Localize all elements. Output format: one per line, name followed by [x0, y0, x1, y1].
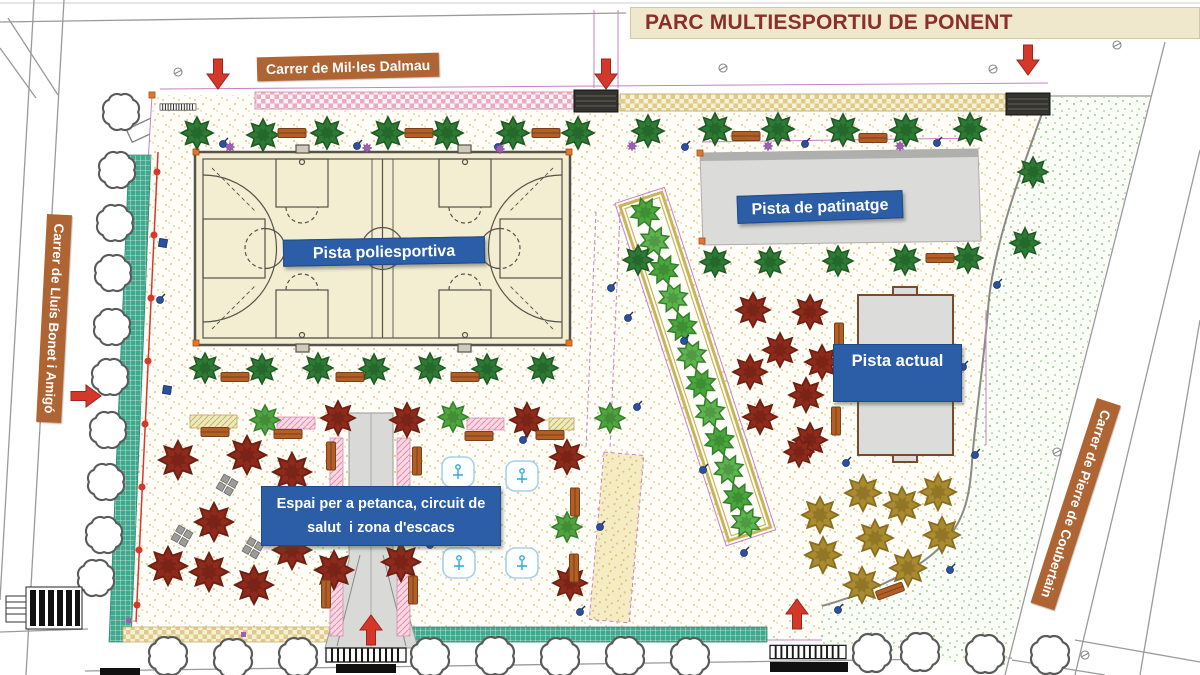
sand-path-strip: [588, 451, 645, 624]
crossings-and-stairs: [5, 89, 1051, 675]
purple-bushes: [126, 140, 906, 637]
perimeter-strips: [108, 91, 1009, 643]
grate-west: [159, 103, 197, 111]
pedestrian-crossing-north-2: [1005, 92, 1051, 116]
litter-bins: [155, 136, 1003, 617]
entrance-arrow-north-east: [1016, 44, 1040, 76]
zebra-crossing-southwest: [5, 586, 83, 630]
pink-paving-strip: [254, 91, 576, 110]
tan-paving-strip: [619, 93, 1009, 112]
teal-hedge-strip-south: [394, 626, 768, 643]
fence-line-west: [133, 91, 161, 623]
zone-label-multisport-court: Pista poliesportiva: [282, 236, 486, 267]
zone-label-petanca-area: Espai per a petanca, circuit de salut i z…: [261, 486, 501, 546]
entrance-arrow-north-center: [594, 58, 618, 90]
petanca-line-1: Espai per a petanca, circuit de: [276, 496, 486, 512]
pedestrian-crossing-north-1: [573, 89, 619, 113]
tree-alley-pergola: [614, 186, 777, 547]
road-mark: [100, 668, 140, 675]
street-label-north: Carrer de Mil·les Dalmau: [256, 52, 440, 82]
page-title: PARC MULTIESPORTIU DE PONENT: [630, 7, 1200, 39]
petanca-line-2: salut i zona d'escacs: [307, 520, 455, 536]
zone-label-current-court: Pista actual: [833, 344, 962, 402]
entrance-arrow-north-west: [206, 58, 230, 90]
stairs-south-center: [325, 647, 407, 673]
zone-label-skating-rink: Pista de patinatge: [736, 190, 904, 224]
stairs-south-east: [769, 644, 848, 672]
